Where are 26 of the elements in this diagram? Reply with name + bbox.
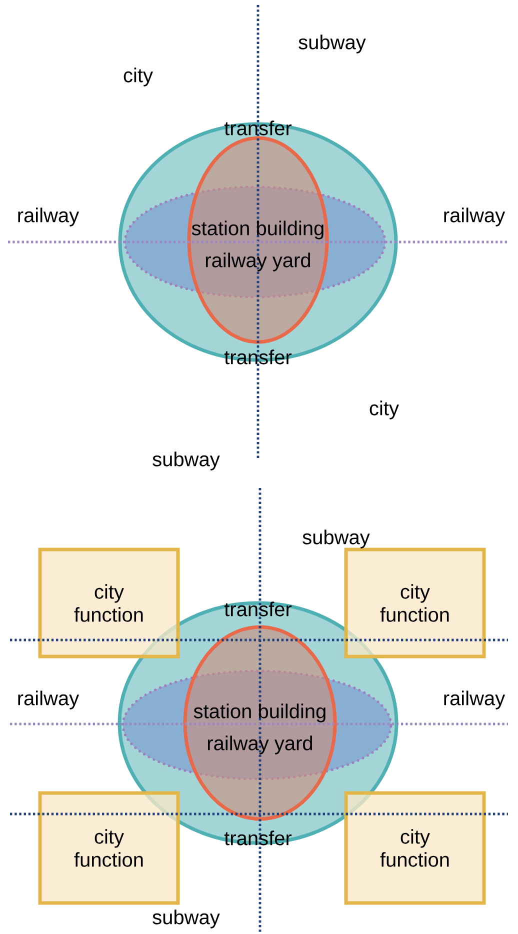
line-label: subway: [302, 530, 370, 548]
line-label: railway: [444, 208, 506, 226]
area-label: city: [124, 68, 153, 86]
zone-label: railway yard: [208, 736, 312, 754]
city-function-box: city function: [38, 791, 180, 905]
line-label: subway: [152, 910, 220, 928]
line-label: subway: [298, 34, 366, 54]
city-function-box: city function: [344, 548, 486, 658]
city-function-box: city function: [344, 791, 486, 905]
station-building-ellipse: [187, 136, 329, 344]
zone-label: transfer: [224, 120, 292, 136]
railway-yard-ellipse: [122, 670, 392, 780]
zone-label: transfer: [224, 830, 292, 846]
line-label: railway: [18, 208, 80, 226]
area-label: city: [370, 400, 399, 420]
line-label: railway: [444, 690, 506, 710]
line-label: subway: [152, 452, 220, 470]
zone-label: transfer: [224, 602, 292, 616]
zone-label: railway yard: [206, 252, 310, 272]
railway-yard-ellipse: [124, 186, 386, 298]
zone-label: station building: [192, 220, 324, 240]
line-label: railway: [18, 690, 80, 710]
zone-label: station building: [194, 704, 326, 722]
zone-label: transfer: [224, 350, 292, 364]
station-building-ellipse: [183, 625, 337, 821]
city-function-box: city function: [38, 548, 180, 658]
